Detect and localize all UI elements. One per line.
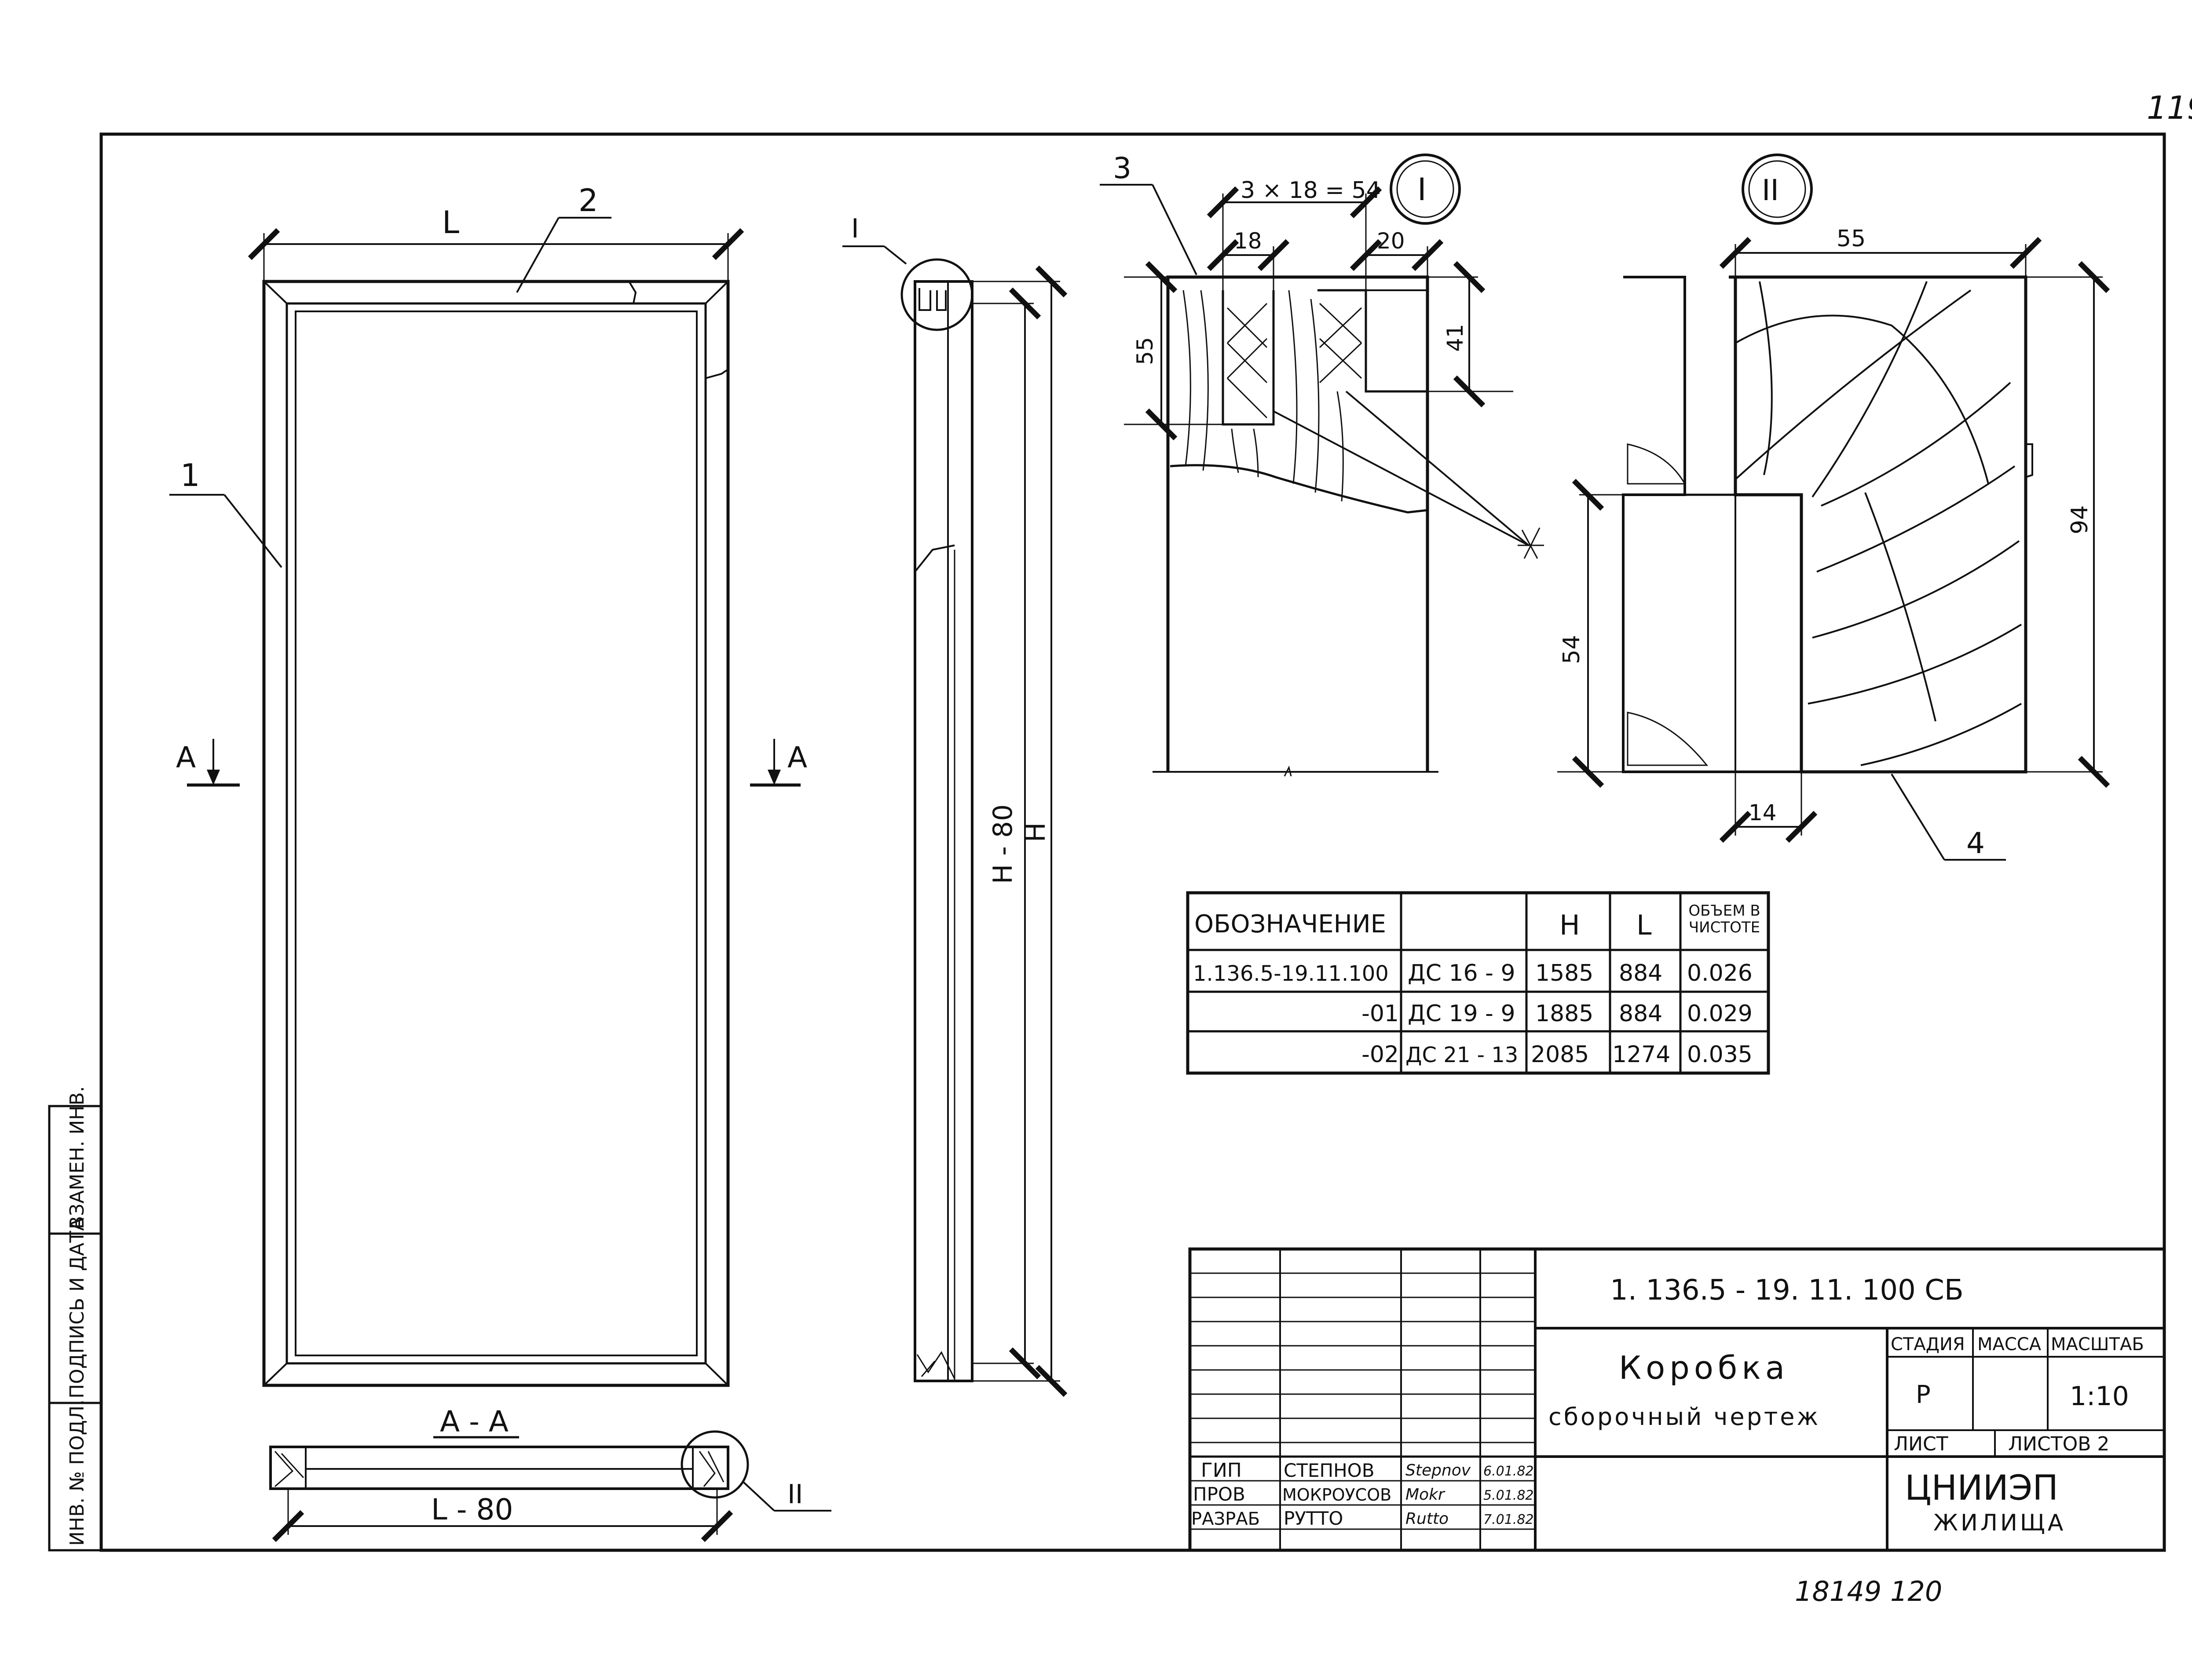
dim-55-left-label: 55 [1132,337,1158,365]
sign-stepnov: Stepnov [1405,1461,1471,1479]
spec-table: ОБОЗНАЧЕНИЕ H L ОБЪЕМ В ЧИСТОТЕ 1.136.5-… [1186,891,1770,1075]
front-view: L 2 1 A A [169,183,807,1387]
org-line-2: ЖИЛИЩА [1933,1510,2066,1536]
stamp-podpis-data: ПОДПИСЬ И ДАТА [66,1218,88,1399]
sheets-label: ЛИСТОВ 2 [2008,1433,2109,1455]
spec-row1-designation: 1.136.5-19.11.100 [1193,961,1389,986]
spec-row1-L: 884 [1619,960,1662,986]
page-number: 119 [2147,89,2192,126]
date-stepnov: 6.01.82 [1483,1464,1534,1479]
callout-II-AA: II [787,1479,803,1510]
spec-row2-H: 1885 [1535,1001,1593,1027]
pos-3-label: 3 [1113,151,1131,185]
name-stepnov: СТЕПНОВ [1284,1460,1375,1481]
detail-II: II 4 55 94 54 14 [1557,153,2110,861]
side-view: I H - 80 H [842,213,1068,1397]
date-rutto: 7.01.82 [1483,1512,1534,1527]
dim-L-label: L [442,205,459,241]
dim-54-label: 54 [1559,635,1585,664]
spec-row1-H: 1585 [1535,960,1593,986]
callout-I-side: I [851,213,859,244]
doc-code: 1. 136.5 - 19. 11. 100 СБ [1610,1274,1964,1307]
role-gip: ГИП [1201,1459,1242,1482]
stamp-inv-podl: ИНВ. № ПОДЛ. [66,1399,88,1546]
dim-41-label: 41 [1442,324,1468,352]
sheet-border [99,132,2166,1552]
section-mark-A-right: A [787,741,807,774]
title-block: 1. 136.5 - 19. 11. 100 СБ Коробка сбороч… [1188,1247,2166,1552]
sign-rutto: Rutto [1405,1510,1449,1528]
spec-row2-mark: ДС 19 - 9 [1408,1001,1515,1027]
callout-I-title: I [1417,172,1427,208]
spec-header-designation: ОБОЗНАЧЕНИЕ [1194,910,1386,939]
date-mokrousov: 5.01.82 [1483,1488,1534,1503]
section-AA-title: A - A [440,1405,509,1439]
dim-H-80-label: H - 80 [988,804,1018,884]
spec-row3-volume: 0.035 [1687,1041,1753,1068]
spec-row3-L: 1274 [1612,1041,1670,1068]
sheet-label: ЛИСТ [1894,1433,1948,1455]
dim-L-80-label: L - 80 [431,1493,513,1527]
pos-1-label: 1 [180,457,200,493]
scale-value: 1:10 [2070,1381,2129,1412]
footer-numbers: 18149 120 [1795,1575,1942,1607]
spec-row3-designation: -02 [1361,1041,1399,1068]
spec-header-L: L [1636,909,1652,941]
dim-H-label: H [1021,822,1051,842]
dim-18-label: 18 [1234,228,1262,254]
dim-55-top-label: 55 [1837,226,1866,252]
dim-14-label: 14 [1749,800,1777,825]
spec-row1-volume: 0.026 [1687,960,1753,986]
spec-row2-volume: 0.029 [1687,1001,1753,1027]
pos-4-label: 4 [1966,826,1985,860]
stage-value: Р [1916,1381,1931,1409]
title-line-1: Коробка [1619,1349,1789,1386]
dim-3x18-label: 3 × 18 = 54 [1241,177,1381,204]
name-mokrousov: МОКРОУСОВ [1282,1485,1391,1505]
spec-row3-mark: ДС 21 - 13 [1405,1043,1518,1067]
side-stamp: ИНВ. № ПОДЛ. ПОДПИСЬ И ДАТА ВЗАМЕН. ИНВ. [48,1086,102,1552]
callout-II-title: II [1762,173,1779,207]
sign-mokrousov: Mokr [1405,1486,1445,1504]
title-line-2: сборочный чертеж [1548,1403,1820,1431]
scale-label: МАСШТАБ [2051,1334,2144,1355]
role-razrab: РАЗРАБ [1191,1509,1260,1529]
spec-row1-mark: ДС 16 - 9 [1408,960,1515,986]
name-rutto: РУТТО [1284,1508,1343,1529]
role-prov: ПРОВ [1193,1483,1245,1505]
stage-label: СТАДИЯ [1891,1334,1965,1355]
dim-20-label: 20 [1377,228,1405,254]
section-mark-A-left: A [176,741,196,774]
spec-row2-designation: -01 [1361,1001,1399,1027]
section-AA: A - A II L - 80 [269,1405,831,1542]
spec-row3-H: 2085 [1531,1041,1589,1068]
pos-2-label: 2 [578,183,598,219]
stamp-vzamen-inv: ВЗАМЕН. ИНВ. [66,1086,88,1230]
spec-header-H: H [1559,909,1580,941]
spec-header-volume: ОБЪЕМ В ЧИСТОТЕ [1688,902,1760,936]
org-line-1: ЦНИИЭП [1905,1468,2058,1508]
dim-94-label: 94 [2067,505,2093,534]
spec-row2-L: 884 [1619,1001,1662,1027]
mass-label: МАССА [1977,1334,2042,1355]
detail-I: I 3 3 × 18 = 54 18 20 55 41 [1100,151,1544,777]
